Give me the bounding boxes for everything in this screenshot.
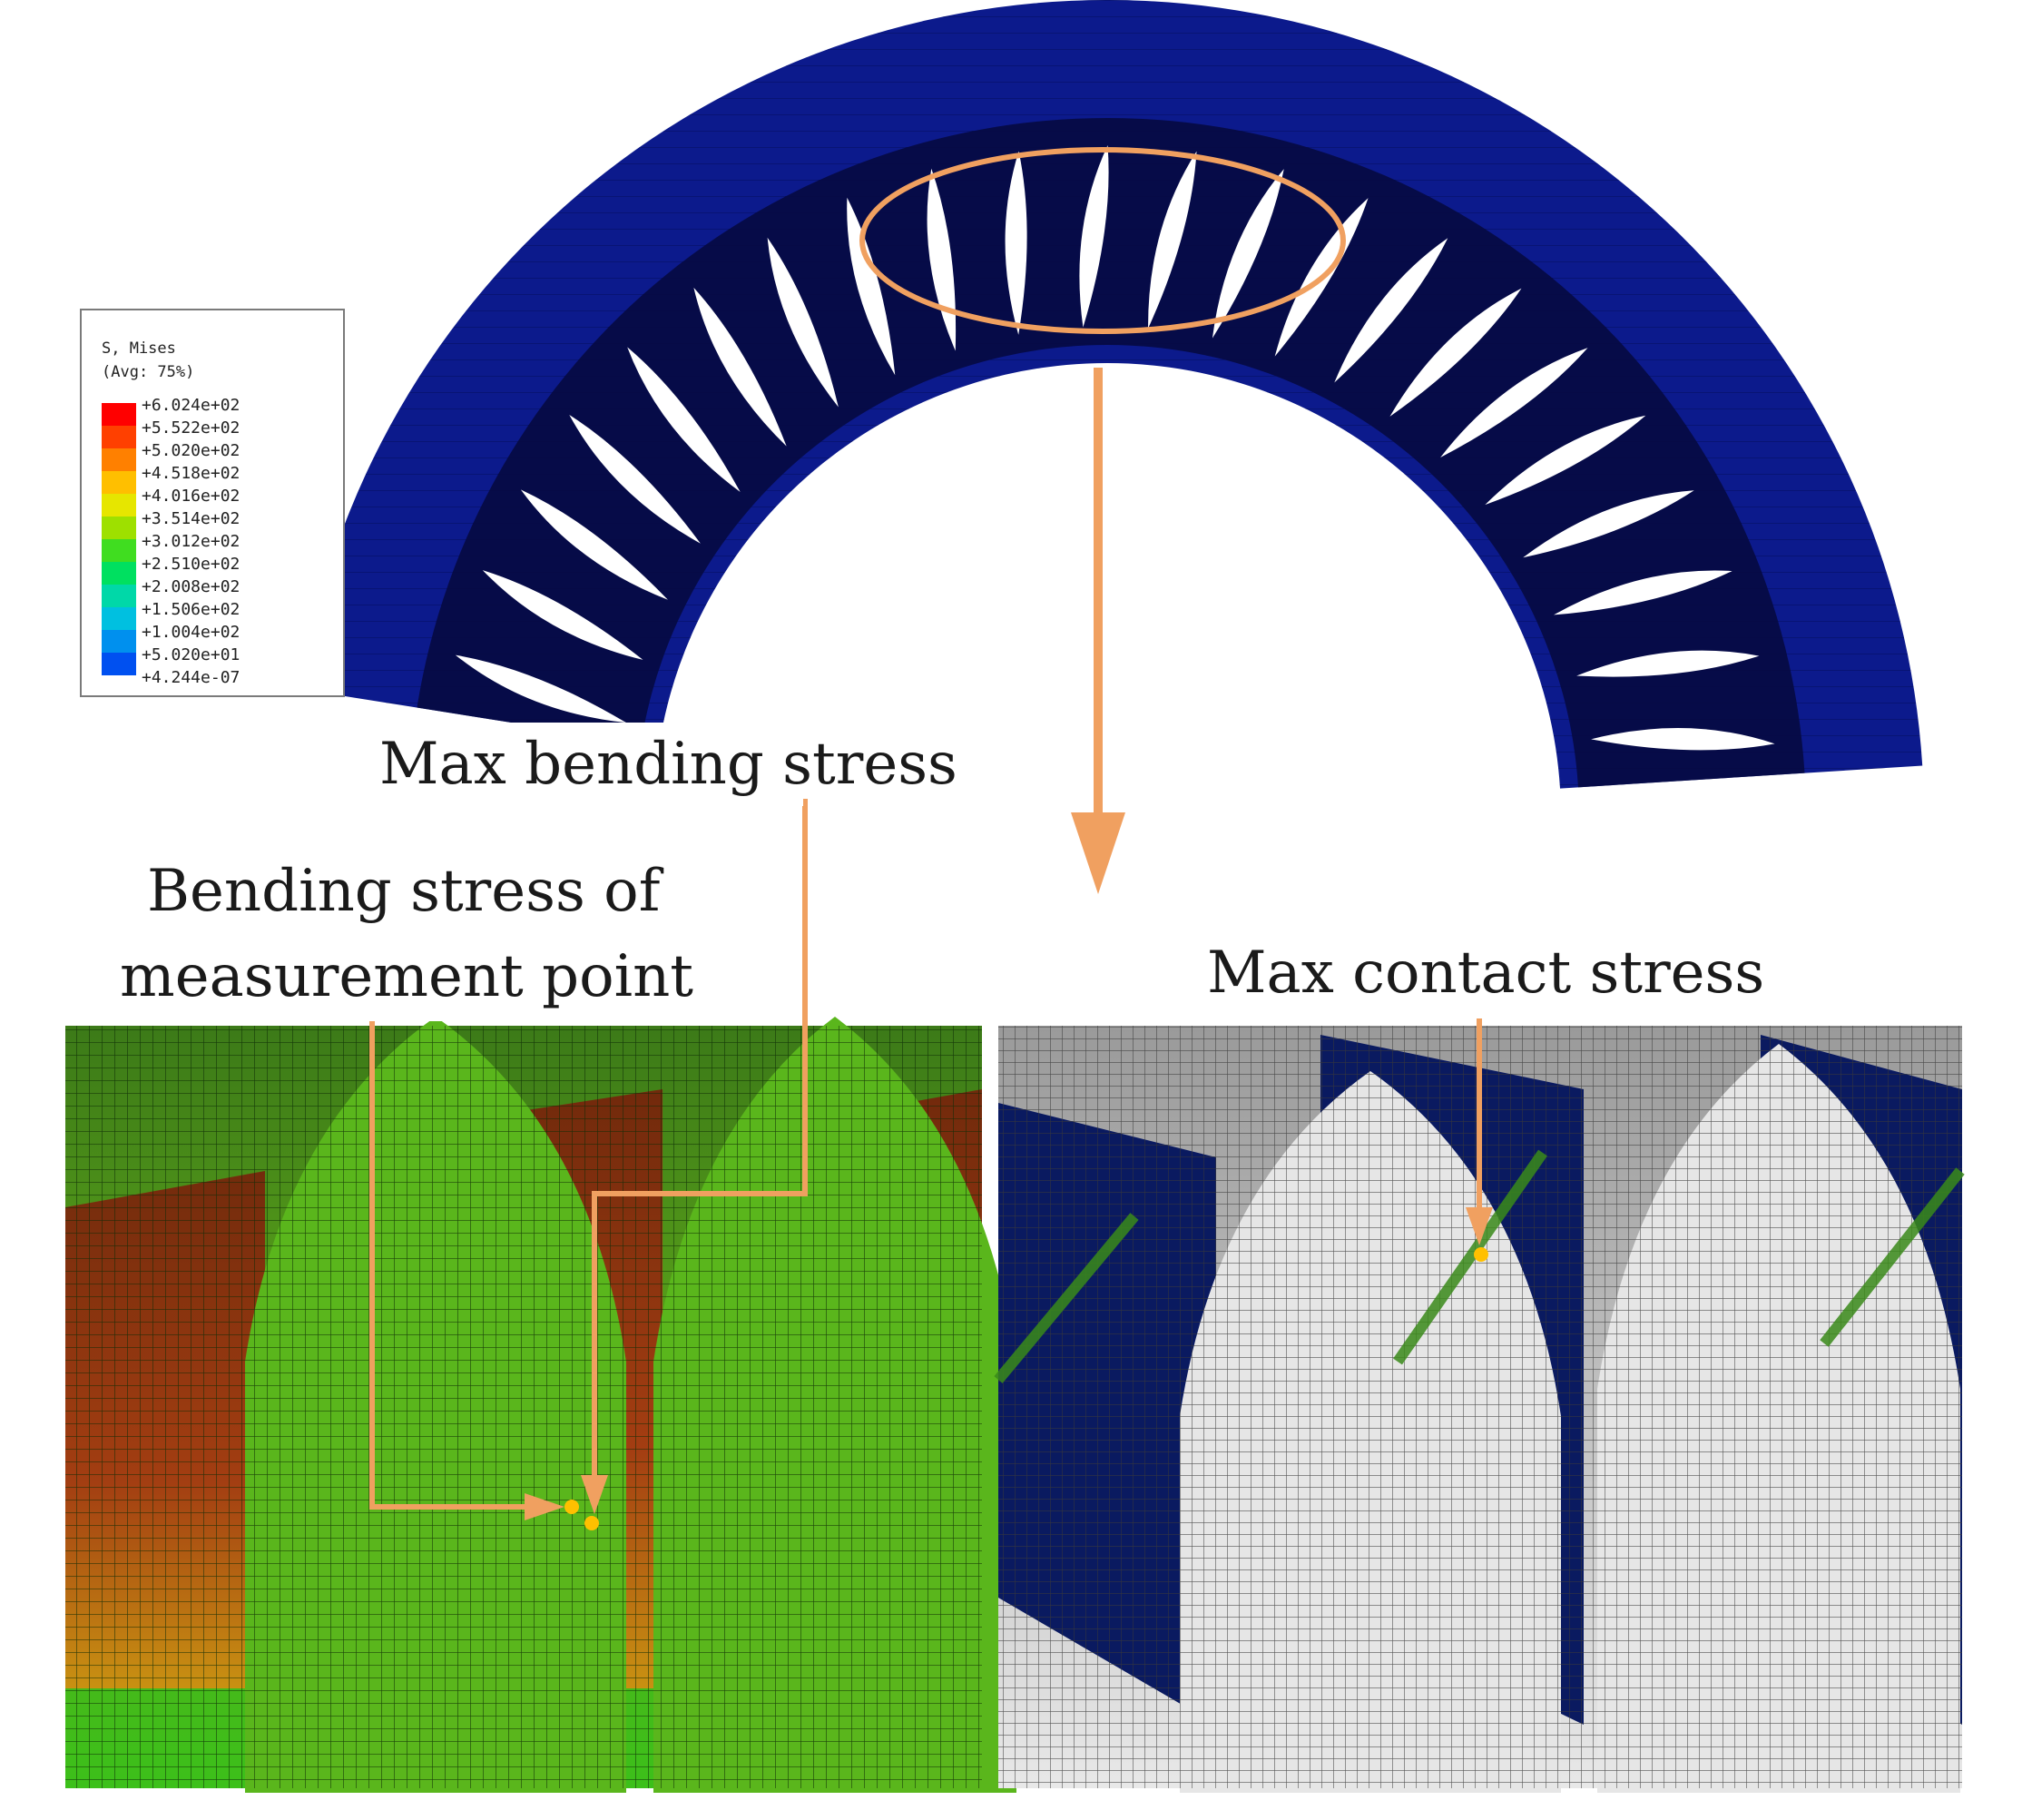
ring-tooth-gap xyxy=(1334,238,1448,383)
ring-tooth-gap xyxy=(1485,415,1646,506)
contact-line xyxy=(994,1213,1139,1383)
ring-tooth-gap xyxy=(627,347,741,493)
ring-gear-mesh xyxy=(300,0,1923,789)
ring-tooth-gap xyxy=(927,168,957,351)
legend-swatch xyxy=(102,494,136,516)
bending-measurement-label-line2: measurement point xyxy=(120,943,693,1010)
ring-tooth-gap xyxy=(1576,650,1760,677)
contact-line xyxy=(1820,1167,1965,1347)
ring-tooth-gap xyxy=(520,489,668,600)
ring-tooth-gap xyxy=(767,237,839,408)
legend-swatch xyxy=(102,630,136,653)
contact-line xyxy=(1393,1149,1547,1365)
legend-value: +4.016e+02 xyxy=(142,487,240,506)
ring-tooth-gap xyxy=(1148,151,1197,329)
legend-value: +5.020e+01 xyxy=(142,645,240,664)
legend-value: +3.012e+02 xyxy=(142,532,240,551)
max-contact-stress-label: Max contact stress xyxy=(1207,940,1765,1007)
legend-swatch xyxy=(102,585,136,607)
legend-swatch xyxy=(102,607,136,630)
annotations xyxy=(369,147,1493,1530)
ring-tooth-gap xyxy=(847,197,896,376)
legend-swatch xyxy=(102,516,136,539)
max-contact-arrowhead xyxy=(1466,1207,1493,1245)
ring-tooth-band xyxy=(417,118,1805,788)
contact-stress-detail-panel xyxy=(994,1026,1965,1793)
legend-values: +6.024e+02 +5.522e+02 +5.020e+02 +4.518e+02… xyxy=(142,394,240,689)
max-bending-arrowhead xyxy=(581,1475,608,1514)
max-bending-leader xyxy=(592,799,808,1489)
ring-tooth-gap xyxy=(1440,348,1588,457)
zoom-arrow-head xyxy=(1071,812,1125,894)
legend-value: +5.020e+02 xyxy=(142,441,240,460)
ring-tooth-gap xyxy=(1079,145,1109,328)
legend-swatch xyxy=(102,653,136,675)
measurement-leader xyxy=(369,1017,535,1510)
bending-measurement-label-line1: Bending stress of xyxy=(147,858,661,925)
ring-tooth-gap xyxy=(1591,727,1775,751)
ring-gear-section xyxy=(300,0,1923,999)
bending-stress-detail-panel xyxy=(65,1017,1016,1793)
legend-value: +4.244e-07 xyxy=(142,668,240,687)
highlight-ellipse xyxy=(859,147,1346,334)
legend-swatch xyxy=(102,448,136,471)
ring-tooth-gap xyxy=(482,570,643,660)
ring-tooth-gap xyxy=(1212,169,1284,339)
max-bending-label-box xyxy=(331,723,803,806)
stress-legend: S, Mises (Avg: 75%) +6.024e+02 +5.522e+02… xyxy=(80,309,345,697)
legend-subtitle: (Avg: 75%) xyxy=(102,363,195,381)
ring-tooth-gap xyxy=(693,287,787,447)
legend-value: +1.004e+02 xyxy=(142,623,240,642)
measurement-marker xyxy=(1474,1247,1488,1262)
legend-swatch xyxy=(102,539,136,562)
ring-tooth-gap xyxy=(1389,288,1522,417)
legend-value: +3.514e+02 xyxy=(142,509,240,528)
legend-value: +2.008e+02 xyxy=(142,577,240,596)
max-bending-stress-label: Max bending stress xyxy=(379,731,957,798)
legend-swatch xyxy=(102,403,136,426)
ring-inner-bore xyxy=(780,545,1434,999)
measurement-marker xyxy=(564,1500,579,1514)
ring-tooth-gap xyxy=(1005,151,1027,335)
legend-value: +5.522e+02 xyxy=(142,418,240,438)
legend-value: +4.518e+02 xyxy=(142,464,240,483)
measurement-arrowhead xyxy=(525,1493,564,1520)
left-panel-mesh xyxy=(65,1026,982,1788)
ring-tooth-gap xyxy=(1523,490,1694,558)
legend-swatch xyxy=(102,471,136,494)
legend-color-scale xyxy=(102,403,136,675)
legend-value: +1.506e+02 xyxy=(142,600,240,619)
ring-tooth-gap xyxy=(1553,570,1732,615)
ring-tooth-gap xyxy=(455,654,627,723)
legend-title: S, Mises xyxy=(102,339,176,358)
legend-swatch xyxy=(102,426,136,448)
measurement-label-box xyxy=(113,840,731,1021)
measurement-marker xyxy=(584,1516,599,1530)
legend-swatch xyxy=(102,562,136,585)
legend-value: +6.024e+02 xyxy=(142,396,240,415)
legend-value: +2.510e+02 xyxy=(142,555,240,574)
ring-tooth-gap xyxy=(569,414,701,544)
